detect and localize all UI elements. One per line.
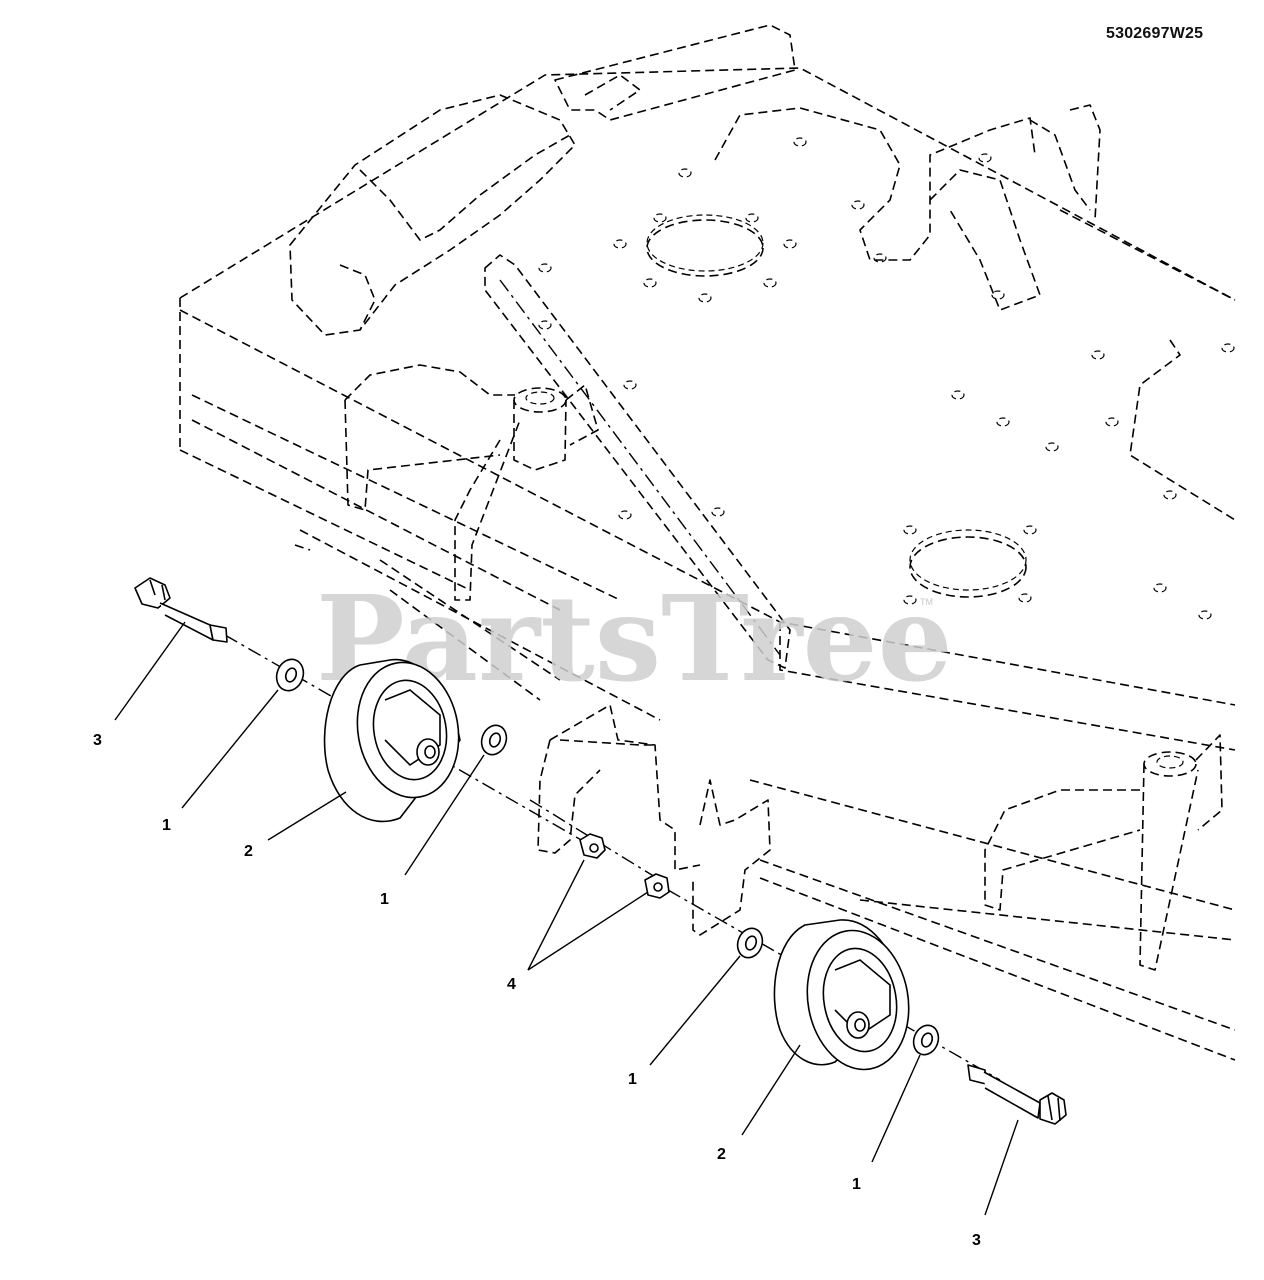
callout-bolt-right: 3: [972, 1232, 981, 1249]
callout-washer-right-outer: 1: [852, 1176, 861, 1193]
callout-bolt-left: 3: [93, 732, 102, 749]
washer-left-inner: [480, 724, 508, 756]
axle-brackets: [529, 704, 771, 936]
callout-wheel-right: 2: [717, 1146, 726, 1163]
callout-washer-left-outer: 1: [162, 817, 171, 834]
deck-front-edges: [294, 544, 561, 701]
callout-washer-left-inner: 1: [380, 891, 389, 908]
washer-right-inner: [736, 927, 764, 959]
wheel-right: [773, 919, 910, 1071]
bolt-right: [967, 1064, 1067, 1125]
rear-bracket-left: [289, 94, 576, 336]
nut-left: [579, 833, 606, 859]
deck-arm: [484, 254, 791, 669]
deck-holes: [538, 137, 1235, 620]
callout-nuts: 4: [507, 976, 516, 993]
caster-arm-left: [344, 364, 599, 601]
diagram-part-number: 5302697W25: [1106, 25, 1204, 42]
washer-left-outer: [275, 658, 305, 692]
wheel-left: [323, 658, 461, 823]
spindle-openings: [646, 214, 1027, 598]
rear-bracket-right: [714, 104, 1101, 311]
washer-right-outer: [912, 1024, 940, 1056]
mower-deck-outline: [179, 67, 1236, 1061]
callout-leaders: [114, 621, 1019, 1216]
top-bar: [554, 24, 796, 121]
callout-wheel-left: 2: [244, 843, 253, 860]
nut-right: [644, 873, 670, 899]
callout-washer-right-inner: 1: [628, 1071, 637, 1088]
callout-labels: 3 1 2 1 4 1 2 1 3: [93, 732, 981, 1249]
svg-text:TM: TM: [920, 597, 933, 607]
caster-arm-right: [984, 734, 1223, 971]
bolt-left: [134, 577, 228, 643]
